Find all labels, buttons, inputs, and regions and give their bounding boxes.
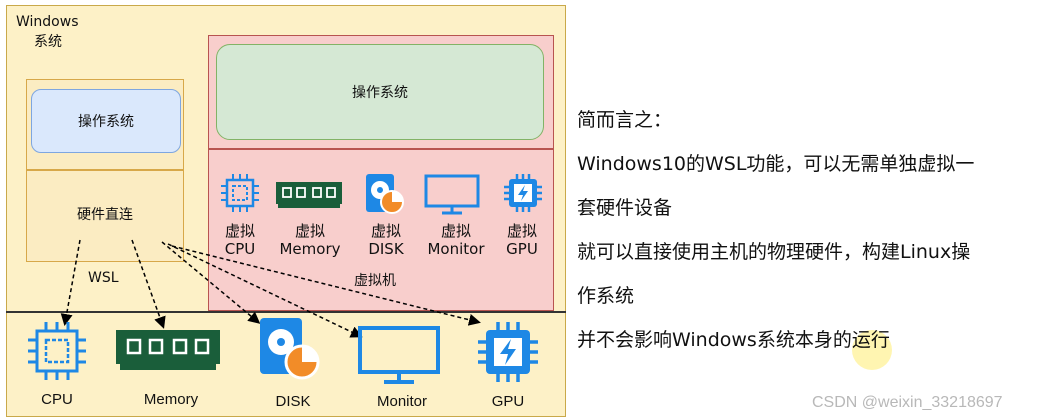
vm-monitor-icon	[424, 174, 480, 215]
wsl-divider	[26, 169, 184, 171]
windows-title-line2: 系统	[34, 34, 62, 50]
windows-system-title: Windows 系统	[16, 12, 79, 52]
cursor-highlight	[852, 330, 892, 370]
vm-device-cpu-label: 虚拟 CPU	[224, 222, 256, 258]
direct-connection-arrows	[60, 239, 481, 338]
cpu-icon	[28, 322, 86, 380]
summary-line-2: Windows10的WSL功能，可以无需单独虚拟一	[577, 153, 975, 175]
vm-device-disk-label: 虚拟 DISK	[368, 222, 404, 258]
hardware-icons	[28, 318, 538, 384]
vm-os-label: 操作系统	[352, 85, 408, 101]
summary-line-3: 套硬件设备	[577, 197, 673, 219]
arrow-to-memory	[131, 239, 166, 329]
disk-icon	[260, 318, 320, 380]
arrow-to-monitor	[167, 243, 363, 338]
watermark: CSDN @weixin_33218697	[812, 394, 1003, 411]
summary-text: 简而言之： Windows10的WSL功能，可以无需单独虚拟一 套硬件设备 就可…	[577, 98, 1057, 362]
vm-device-memory-label: 虚拟 Memory	[279, 222, 341, 258]
vm-cpu-icon	[221, 174, 259, 212]
wsl-hw-direct-label: 硬件直连	[77, 207, 133, 223]
vm-divider	[208, 148, 554, 150]
summary-line-4: 就可以直接使用主机的物理硬件，构建Linux操	[577, 241, 971, 263]
wsl-os-box: 操作系统	[31, 89, 181, 153]
windows-title-line1: Windows	[16, 14, 79, 30]
vm-device-gpu-label: 虚拟 GPU	[506, 222, 538, 258]
monitor-icon	[358, 326, 440, 384]
arrow-to-disk	[161, 241, 261, 324]
hardware-row-divider	[6, 311, 566, 313]
hardware-memory-label: Memory	[143, 391, 199, 408]
memory-icon	[116, 330, 220, 370]
wsl-os-label: 操作系统	[78, 114, 134, 130]
vm-os-box: 操作系统	[216, 44, 544, 140]
gpu-icon	[478, 322, 538, 382]
hardware-cpu-label: CPU	[41, 391, 73, 408]
wsl-label: WSL	[88, 270, 119, 286]
summary-line-1: 简而言之：	[577, 109, 673, 131]
hardware-monitor-label: Monitor	[376, 393, 428, 410]
summary-line-6: 并不会影响Windows系统本身的运行	[577, 329, 890, 351]
hardware-disk-label: DISK	[275, 393, 311, 410]
hardware-gpu-label: GPU	[491, 393, 525, 410]
vm-device-monitor-label: 虚拟 Monitor	[427, 222, 485, 258]
vm-disk-icon	[366, 174, 404, 214]
vm-device-icons	[221, 174, 542, 215]
arrow-to-gpu	[171, 245, 481, 326]
vm-memory-icon	[276, 182, 342, 208]
vm-label: 虚拟机	[354, 273, 396, 289]
arrow-to-cpu	[60, 239, 81, 326]
vm-gpu-icon	[504, 174, 542, 212]
summary-line-5: 作系统	[577, 285, 635, 307]
